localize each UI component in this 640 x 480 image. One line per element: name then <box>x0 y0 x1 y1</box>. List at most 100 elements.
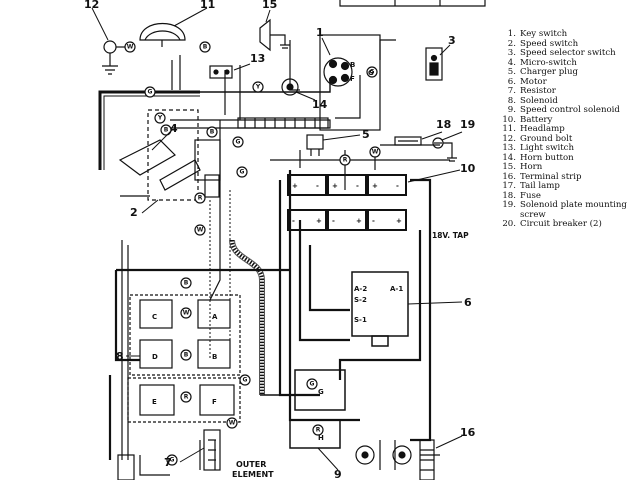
battery-tap-label: 18V. TAP <box>432 231 469 240</box>
legend-item-text: Fuse <box>520 190 541 201</box>
battery-terminal-label: - <box>292 217 295 225</box>
wire-label: W <box>127 44 134 51</box>
key-switch-terminal-label: B <box>350 61 355 69</box>
motor <box>351 271 409 347</box>
wire-label: G <box>240 169 245 176</box>
legend-item-text: Micro-switch <box>520 57 577 68</box>
battery-terminal-label: - <box>316 182 319 190</box>
legend-item: 11.Headlamp <box>496 124 636 135</box>
legend-item-number: 17. <box>502 181 516 191</box>
legend-item-text: Battery <box>520 114 553 125</box>
wire-connectors <box>124 41 381 466</box>
outer-element-label: OUTER <box>236 460 266 469</box>
legend-item-number: 9. <box>507 105 516 115</box>
wire-label: W <box>372 149 379 156</box>
legend-item-text: Tail lamp <box>520 181 560 191</box>
legend-item: 18.Fuse <box>496 190 636 202</box>
battery-terminal-label: + <box>332 182 338 190</box>
battery-terminal-label: - <box>396 182 399 190</box>
legend-item-number: 8. <box>507 95 516 106</box>
legend-item-number: 7. <box>507 86 516 96</box>
wire-label: G <box>170 457 175 464</box>
wire-label: G <box>310 381 315 388</box>
motor-terminal-label: A-1 <box>390 285 403 293</box>
legend-item: 4. Micro-switch <box>496 57 636 69</box>
legend-item-number: 4. <box>507 57 516 68</box>
legend-item: 14.Horn button <box>496 152 636 164</box>
legend-item-number: 5. <box>507 67 516 77</box>
legend-item-number: 20. <box>502 219 516 229</box>
wire-label: W <box>183 310 190 317</box>
callout-16: 16 <box>460 426 476 439</box>
legend-item-text: Key switch <box>520 29 568 39</box>
legend-item-text: Horn <box>520 162 543 172</box>
callout-9: 9 <box>334 468 342 480</box>
motor-terminal-label: A-2 <box>354 285 367 293</box>
legend-item: 2. Speed switch <box>496 38 636 50</box>
legend-item-text: Speed control solenoid <box>520 105 620 115</box>
horn-button <box>281 78 299 96</box>
callout-3: 3 <box>448 34 456 47</box>
wire-label: B <box>210 129 215 136</box>
callout-14: 14 <box>312 98 328 111</box>
callout-12: 12 <box>84 0 99 11</box>
legend-item-text: Speed selector switch <box>520 48 616 58</box>
legend-item: 1. Key switch <box>496 29 636 40</box>
legend-item-number: 19. <box>502 200 516 210</box>
wire-label: B <box>184 352 189 359</box>
light-switch <box>209 65 233 79</box>
solenoid-terminal-label: C <box>152 313 157 321</box>
callout-6: 6 <box>464 296 472 309</box>
callout-2: 2 <box>130 206 138 219</box>
legend-item-number: 12. <box>502 133 516 144</box>
legend-item-text: Motor <box>520 76 547 87</box>
outer-element-label: ELEMENT <box>232 470 274 479</box>
wire-label: R <box>316 427 321 434</box>
solenoid-terminal-label: E <box>152 398 157 406</box>
solenoid-terminal-label: G <box>318 388 324 396</box>
key-switch-terminal-label: F <box>350 75 355 83</box>
legend-item: 19.Solenoid plate mounting screw <box>496 200 636 220</box>
legend-item-text: Terminal strip <box>520 171 582 182</box>
wire-label: B <box>184 280 189 287</box>
legend-item: 9. Speed control solenoid <box>496 105 636 116</box>
legend-item-number: 15. <box>502 162 516 172</box>
charger-plug <box>306 134 324 156</box>
wire-label: W <box>197 227 204 234</box>
legend-item-number: 3. <box>507 48 516 58</box>
legend-item: 6.Motor <box>496 76 636 88</box>
wire-color-labels: W B Y G G Y B B G R W G R W B W B R G W … <box>127 44 379 464</box>
battery-bank <box>287 174 407 231</box>
callout-5: 5 <box>362 128 370 141</box>
legend-item-number: 1. <box>507 29 516 39</box>
terminal-strip-bottom <box>117 439 435 480</box>
callout-numbers: 12 11 15 1 3 13 14 4 5 18 19 10 2 6 8 7 … <box>84 0 476 480</box>
battery-terminal-label: + <box>292 182 298 190</box>
wire-label: G <box>370 69 375 76</box>
legend-item: 12.Ground bolt <box>496 133 636 145</box>
wire-label: G <box>236 139 241 146</box>
legend-item-text: Horn button <box>520 152 574 163</box>
legend-item-text: Speed switch <box>520 38 579 49</box>
legend-item: 13.Light switch <box>496 143 636 154</box>
solenoid-terminal-label: F <box>212 398 217 406</box>
wire-bundle <box>98 39 450 476</box>
battery-terminal-label: - <box>372 217 375 225</box>
legend-item-text: Charger plug <box>520 67 579 77</box>
speed-selector-switch <box>425 47 443 81</box>
legend-item: 15. Horn <box>496 162 636 173</box>
callout-15: 15 <box>262 0 277 11</box>
horn <box>259 18 290 52</box>
callout-1: 1 <box>316 26 324 39</box>
legend-item-number: 2. <box>507 38 516 49</box>
legend-item: 5. Charger plug <box>496 67 636 78</box>
solenoid-terminal-label: H <box>318 434 324 442</box>
legend-item-number: 16. <box>502 171 516 182</box>
wire-label: B <box>164 127 169 134</box>
solenoid-plate-screw <box>432 137 457 162</box>
battery-terminal-label: + <box>372 182 378 190</box>
legend-item: 20.Circuit breaker (2) <box>496 219 636 230</box>
callout-13: 13 <box>250 52 265 65</box>
top-edge-box <box>339 0 486 7</box>
